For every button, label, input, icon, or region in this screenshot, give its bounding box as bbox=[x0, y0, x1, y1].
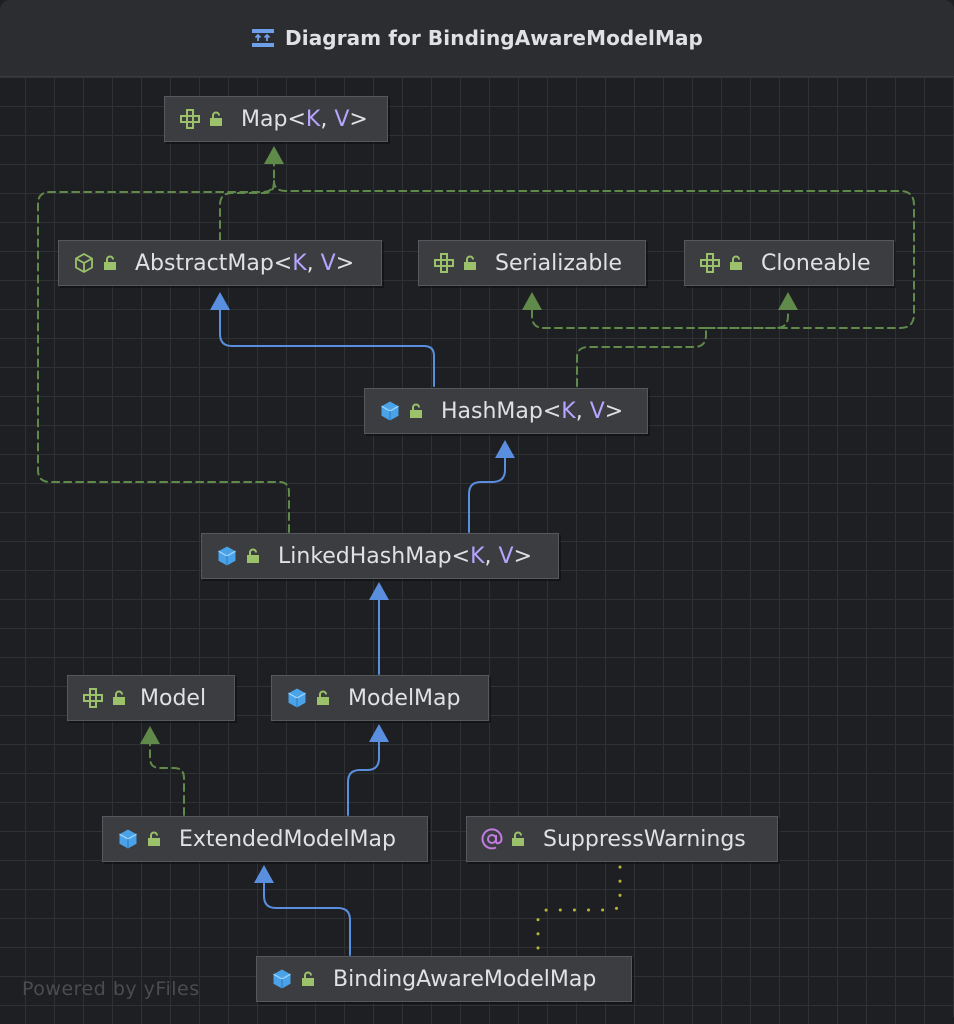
class-icon bbox=[218, 546, 236, 566]
edge-hashmap-implements-serializable bbox=[531, 309, 707, 329]
class-icon bbox=[119, 829, 137, 849]
open-lock-icon bbox=[247, 548, 259, 563]
node-map[interactable]: Map<K, V> bbox=[164, 96, 388, 142]
node-label: AbstractMap<K, V> bbox=[135, 250, 355, 276]
interface-icon bbox=[434, 253, 454, 273]
node-label: BindingAwareModelMap bbox=[333, 966, 597, 992]
node-serializable[interactable]: Serializable bbox=[418, 240, 646, 286]
diagram-icon bbox=[252, 29, 275, 47]
node-label: Serializable bbox=[495, 250, 623, 276]
class-icon bbox=[381, 401, 399, 421]
edge-extendedmodelmap-extends-modelmap bbox=[347, 741, 380, 816]
annotation-icon bbox=[481, 828, 503, 850]
edge-hashmap-implements-cloneable bbox=[705, 309, 789, 329]
arrowhead-implements-model bbox=[140, 726, 160, 744]
node-label: Model bbox=[140, 685, 207, 711]
edge-hashmap-implements-map bbox=[273, 180, 915, 387]
class-icon bbox=[273, 969, 291, 989]
open-lock-icon bbox=[512, 831, 524, 846]
interface-icon bbox=[83, 688, 103, 708]
node-extended-model-map[interactable]: ExtendedModelMap bbox=[102, 816, 428, 862]
open-lock-icon bbox=[464, 255, 476, 270]
open-lock-icon bbox=[317, 690, 329, 705]
node-label: LinkedHashMap<K, V> bbox=[278, 543, 533, 569]
arrowhead-extends-modelmap bbox=[369, 724, 389, 742]
window-title: Diagram for BindingAwareModelMap bbox=[285, 26, 703, 50]
arrowhead-extends-hashmap bbox=[495, 440, 515, 458]
edge-bindingaware-annotated-suppresswarnings bbox=[536, 860, 622, 950]
open-lock-icon bbox=[730, 255, 742, 270]
title-bar: Diagram for BindingAwareModelMap bbox=[0, 0, 954, 77]
open-lock-icon bbox=[113, 690, 125, 705]
edge-extendedmodelmap-implements-model bbox=[149, 743, 185, 816]
edge-hashmap-extends-abstractmap bbox=[219, 309, 435, 387]
edge-bindingaware-extends-extendedmodelmap bbox=[263, 882, 351, 956]
node-suppress-warnings[interactable]: SuppressWarnings bbox=[466, 816, 778, 862]
interface-icon bbox=[700, 253, 720, 273]
node-binding-aware-model-map[interactable]: BindingAwareModelMap bbox=[256, 956, 632, 1002]
node-label: ExtendedModelMap bbox=[179, 826, 396, 852]
node-label: ModelMap bbox=[348, 685, 461, 711]
yfiles-watermark: Powered by yFiles bbox=[22, 978, 200, 1000]
open-lock-icon bbox=[104, 255, 116, 270]
arrowhead-implements-map bbox=[264, 146, 284, 164]
node-label: Map<K, V> bbox=[241, 106, 368, 132]
abstract-class-icon bbox=[75, 253, 93, 273]
relationship-edges bbox=[37, 146, 915, 956]
arrowhead-implements-serializable bbox=[522, 292, 542, 310]
node-model-map[interactable]: ModelMap bbox=[271, 675, 489, 721]
node-label: Cloneable bbox=[761, 250, 871, 276]
node-abstract-map[interactable]: AbstractMap<K, V> bbox=[58, 240, 382, 286]
arrowhead-implements-cloneable bbox=[778, 292, 798, 310]
class-icon bbox=[288, 688, 306, 708]
node-label: SuppressWarnings bbox=[543, 826, 746, 852]
interface-icon bbox=[180, 109, 200, 129]
node-linked-hash-map[interactable]: LinkedHashMap<K, V> bbox=[201, 533, 559, 579]
open-lock-icon bbox=[302, 971, 314, 986]
arrowhead-extends-extendedmodelmap bbox=[254, 865, 274, 883]
edge-abstractmap-implements-map bbox=[219, 163, 275, 241]
node-model[interactable]: Model bbox=[67, 675, 235, 721]
edge-linkedhashmap-implements-map bbox=[37, 181, 290, 533]
open-lock-icon bbox=[410, 403, 422, 418]
node-label: HashMap<K, V> bbox=[441, 398, 624, 424]
node-hash-map[interactable]: HashMap<K, V> bbox=[364, 388, 648, 434]
open-lock-icon bbox=[210, 111, 222, 126]
open-lock-icon bbox=[148, 831, 160, 846]
edge-linkedhashmap-extends-hashmap bbox=[468, 457, 506, 533]
arrowhead-extends-abstractmap bbox=[210, 292, 230, 310]
node-cloneable[interactable]: Cloneable bbox=[684, 240, 894, 286]
arrowhead-extends-linkedhashmap bbox=[369, 582, 389, 600]
